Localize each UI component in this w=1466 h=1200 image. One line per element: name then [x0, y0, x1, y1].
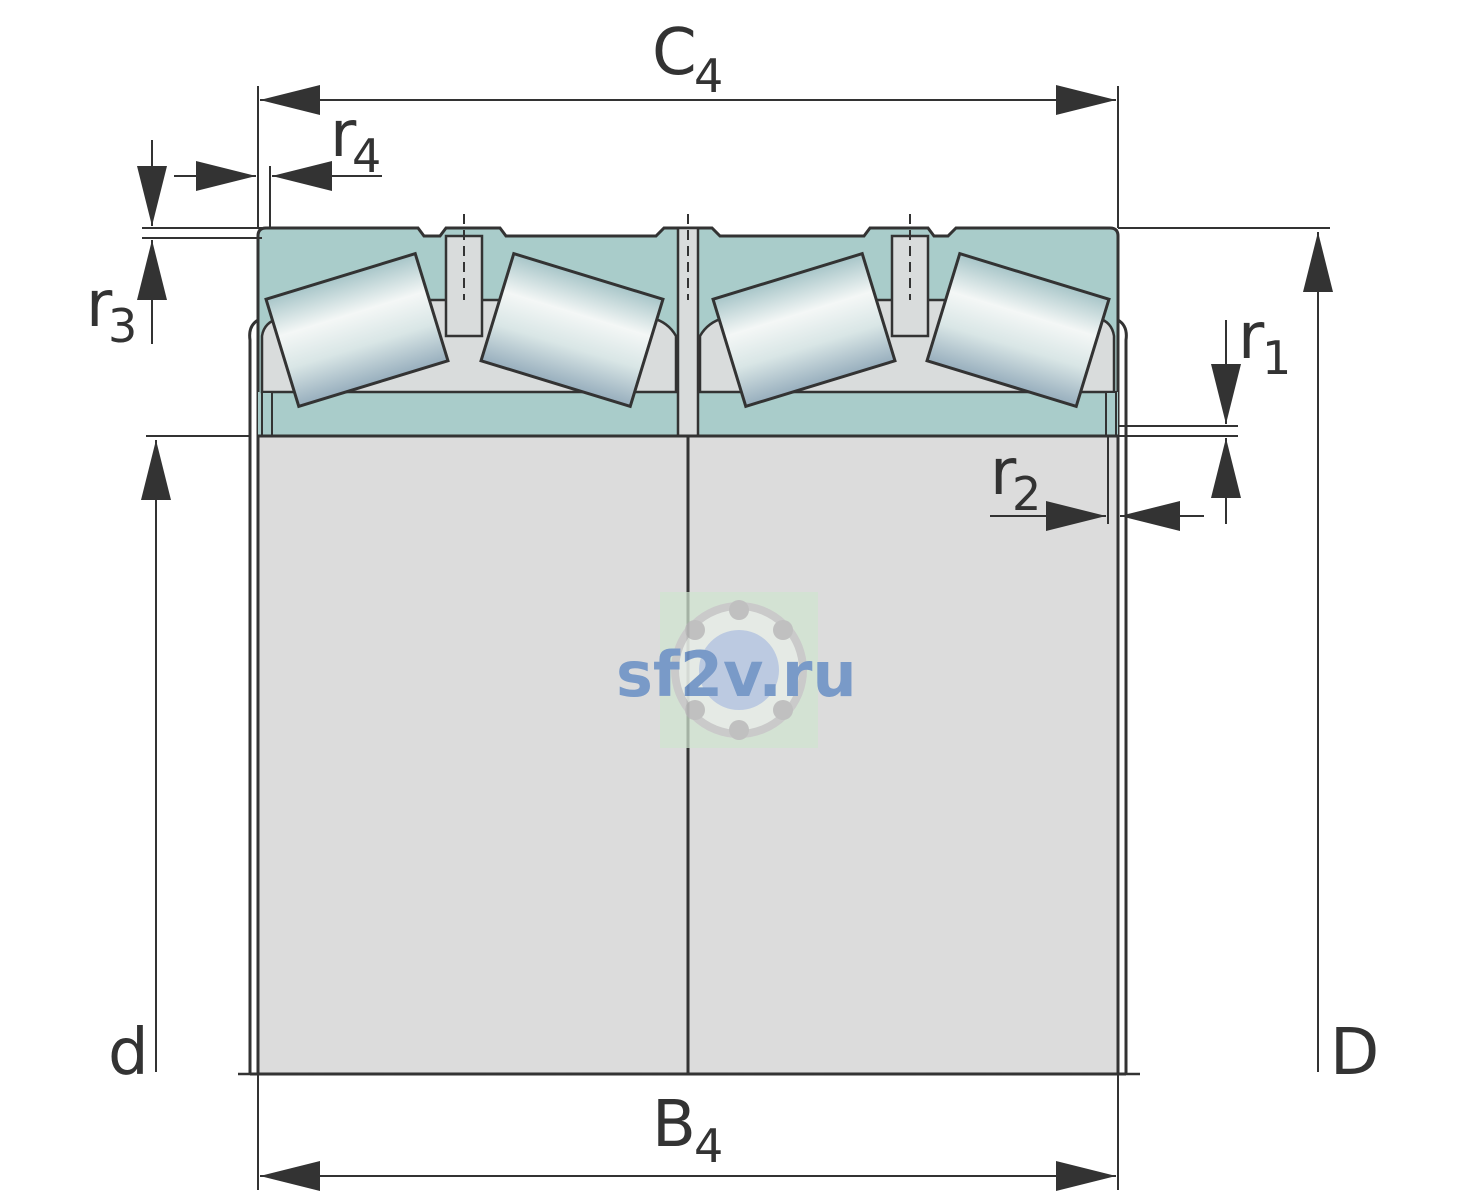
roller-1 [264, 251, 450, 409]
dimension-r4: r 4 [174, 98, 382, 228]
svg-text:4: 4 [352, 129, 381, 183]
label-r4: r [330, 98, 357, 172]
svg-text:4: 4 [694, 49, 723, 103]
dimension-d: d [108, 435, 250, 1090]
roller-4 [925, 251, 1111, 409]
dimension-D: D [1118, 227, 1379, 1090]
dimension-r1: r 1 [1118, 300, 1291, 524]
label-c-sub: 4 [694, 49, 723, 103]
watermark: sf2v.ru [616, 592, 857, 748]
label-b: B [652, 1088, 696, 1162]
roller-2 [479, 251, 665, 409]
svg-text:3: 3 [108, 299, 137, 353]
center-spacer [676, 226, 700, 438]
svg-text:r: r [1238, 300, 1265, 374]
watermark-text: sf2v.ru [616, 638, 857, 711]
rollers [264, 251, 1111, 409]
bore-section-left [256, 434, 690, 1076]
dimension-r2: r 2 [990, 436, 1204, 531]
svg-text:B: B [652, 1088, 696, 1162]
roller-3 [711, 251, 897, 409]
svg-text:1: 1 [1262, 331, 1291, 385]
label-r2: r [990, 436, 1017, 510]
label-r1-sub: 1 [1262, 331, 1291, 385]
label-r4-sub: 4 [352, 129, 381, 183]
inner-ring-bore [248, 434, 1128, 1076]
label-r1: r [1238, 300, 1265, 374]
svg-text:r: r [990, 436, 1017, 510]
bore-section-right [686, 434, 1120, 1076]
svg-text:C: C [652, 16, 697, 90]
svg-text:4: 4 [694, 1119, 723, 1173]
label-r2-sub: 2 [1012, 467, 1041, 521]
svg-text:r: r [330, 98, 357, 172]
label-b-sub: 4 [694, 1119, 723, 1173]
label-r3: r [86, 268, 113, 342]
label-r3-sub: 3 [108, 299, 137, 353]
bearing-icon [671, 600, 807, 740]
svg-text:2: 2 [1012, 467, 1041, 521]
label-c: C [652, 16, 697, 90]
label-d: d [108, 1016, 149, 1090]
dimension-r3: r 3 [86, 140, 262, 353]
label-D: D [1330, 1016, 1379, 1090]
dimension-b4: B 4 [257, 1074, 1119, 1191]
dimension-c4: C 4 [257, 16, 1119, 228]
svg-text:r: r [86, 268, 113, 342]
